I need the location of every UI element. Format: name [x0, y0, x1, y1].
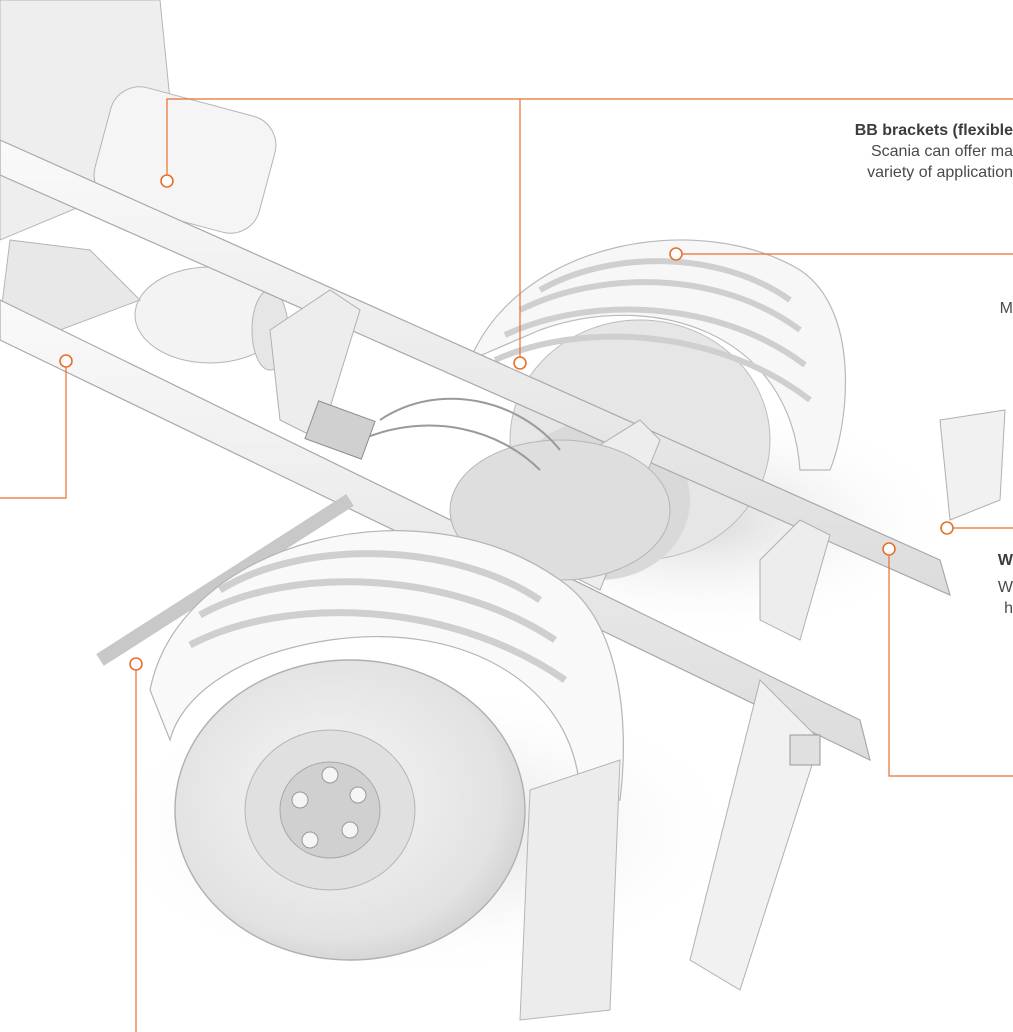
callout-bb-brackets: BB brackets (flexible Scania can offer m… [855, 120, 1013, 183]
marker-dot [882, 542, 896, 556]
callout-w-item-line1: W [997, 579, 1013, 596]
callout-bb-brackets-line1: Scania can offer ma [870, 143, 1013, 160]
rear-wheel-near [149, 530, 624, 1021]
callout-bb-brackets-title: BB brackets (flexible [854, 122, 1013, 139]
callout-w-item: W W h [998, 550, 1013, 619]
callout-mudguard: M [1000, 298, 1013, 319]
callout-w-item-title: W [997, 552, 1013, 569]
marker-dot [669, 247, 683, 261]
marker-dot [59, 354, 73, 368]
callout-mudguard-text: M [999, 300, 1013, 317]
callout-markers [59, 174, 954, 671]
callout-lines [0, 98, 1013, 1032]
marker-dot [513, 356, 527, 370]
marker-dot [940, 521, 954, 535]
marker-dot [129, 657, 143, 671]
callout-w-item-line2: h [1004, 600, 1013, 617]
rear-lamps [689, 409, 1006, 991]
marker-dot [160, 174, 174, 188]
callout-bb-brackets-line2: variety of application [867, 164, 1013, 181]
axle-drivetrain [96, 397, 671, 666]
